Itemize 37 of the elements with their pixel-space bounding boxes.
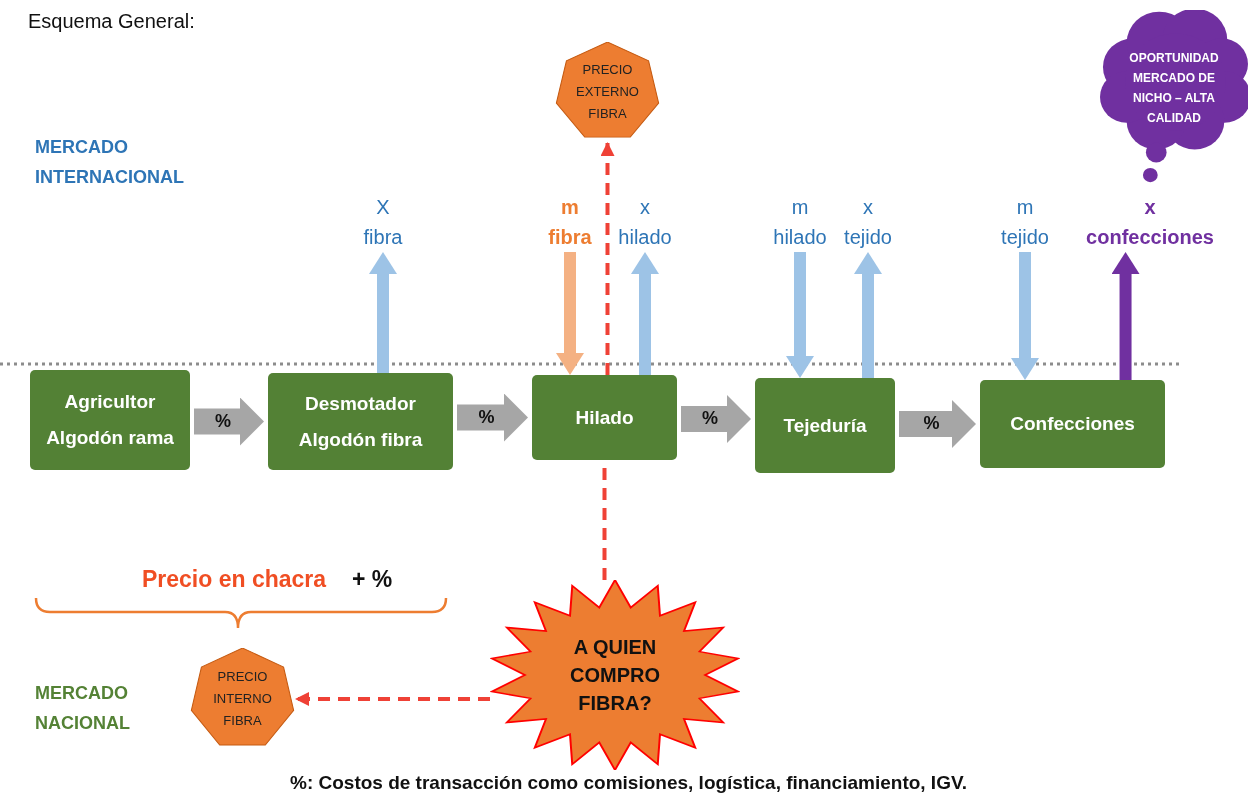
- block-arrow: [457, 393, 528, 442]
- trade-flow-label: m tejido: [1001, 192, 1049, 252]
- edge-label: %: [215, 410, 231, 432]
- footnote: %: Costos de transacción como comisiones, logística, financiamiento, IGV.: [290, 772, 968, 794]
- edge-label: %: [702, 408, 718, 429]
- price-label: + %: [352, 566, 393, 593]
- region-heading: MERCADO NACIONAL: [35, 682, 131, 735]
- block-arrow: [194, 397, 264, 446]
- price-label: Precio en chacra: [142, 566, 327, 593]
- process-box: Confecciones: [980, 380, 1165, 468]
- title: Esquema General:: [28, 10, 195, 33]
- trade-flow-label: m fibra: [548, 192, 592, 252]
- process-box: Hilado: [532, 375, 677, 460]
- arrow: [600, 142, 615, 375]
- process-box: Agricultor Algodón rama: [30, 370, 190, 470]
- block-arrow: [681, 395, 751, 443]
- arrow: [631, 252, 659, 375]
- thought-cloud: OPORTUNIDAD MERCADO DE NICHO – ALTA CALIDAD: [1100, 10, 1248, 190]
- arrow: [1111, 252, 1140, 380]
- trade-flow-label: X fibra: [363, 192, 403, 252]
- arrow: [854, 252, 882, 378]
- starburst-shape: A QUIEN COMPRO FIBRA?: [490, 580, 740, 770]
- process-box: Desmotador Algodón fibra: [268, 373, 453, 470]
- region-heading: MERCADO INTERNACIONAL: [35, 136, 185, 189]
- arrow: [1011, 252, 1039, 380]
- trade-flow-label: x tejido: [844, 192, 892, 252]
- arrow: [369, 252, 397, 373]
- arrow: [295, 692, 490, 706]
- block-arrow: [899, 400, 976, 448]
- trade-flow-label: m hilado: [773, 192, 827, 252]
- arrow: [786, 252, 814, 378]
- edge-label: %: [478, 406, 495, 428]
- trade-flow-label: x confecciones: [1086, 192, 1214, 252]
- edge-label: %: [923, 413, 940, 434]
- arrow: [556, 252, 584, 375]
- trade-flow-label: x hilado: [618, 192, 672, 252]
- process-box: Tejeduría: [755, 378, 895, 473]
